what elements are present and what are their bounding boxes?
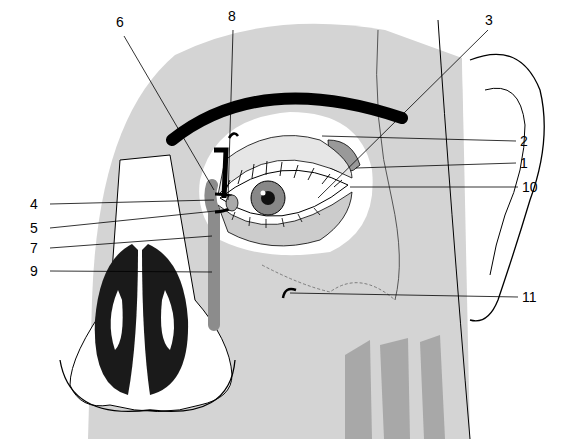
ear-helix	[485, 88, 525, 275]
callout-number: 11	[522, 289, 537, 305]
callout-number: 3	[485, 12, 493, 28]
eyelashes	[232, 208, 320, 228]
callout-number: 10	[522, 179, 538, 195]
ear-root	[462, 58, 470, 320]
callout-number: 1	[520, 155, 528, 171]
neck-muscle	[420, 335, 445, 439]
nasal-concha	[161, 290, 174, 350]
neck-muscle	[380, 338, 410, 439]
nose-bone	[70, 155, 232, 412]
callout-number: 5	[30, 220, 38, 236]
contour-line	[377, 30, 400, 300]
nasal-cavity	[142, 244, 188, 395]
nasal-cavity	[95, 244, 138, 395]
nasal-concha	[111, 290, 123, 350]
callout-number: 8	[228, 8, 236, 24]
callout-number: 7	[30, 240, 38, 256]
pupil	[261, 191, 275, 205]
eyelashes	[225, 161, 342, 192]
iris	[251, 181, 285, 215]
ear	[470, 54, 544, 321]
orbit	[199, 112, 372, 255]
callout-number: 4	[30, 196, 38, 212]
nose-outline	[60, 360, 235, 411]
eye-opening	[220, 170, 348, 216]
highlight	[261, 191, 266, 196]
callout-number: 9	[30, 263, 38, 279]
callout-number: 2	[520, 133, 528, 149]
foramen	[229, 133, 238, 138]
callout-number: 6	[116, 14, 124, 30]
neck-muscle	[345, 340, 372, 439]
head-outline	[438, 20, 470, 439]
leader-lines	[50, 30, 518, 297]
infraorbital-foramen	[283, 289, 296, 298]
lacrimal-sac-duct	[210, 185, 214, 325]
